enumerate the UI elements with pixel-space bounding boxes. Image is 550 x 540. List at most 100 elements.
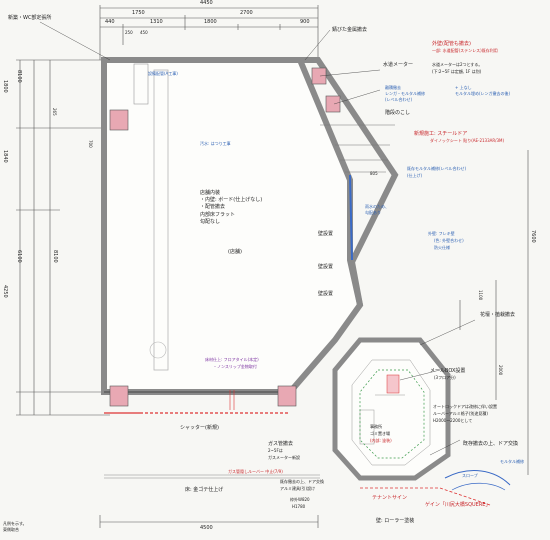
equipment-pipe (133, 63, 149, 105)
note-upper-1: + 上なし (455, 85, 472, 90)
entrance-detail (351, 359, 431, 466)
green-outline (359, 369, 425, 459)
note-entrance-remove-1: 既存撤去の上、ドア交換 (280, 479, 324, 484)
dim-right-2000: 2000 (498, 365, 503, 376)
sign-line (360, 487, 491, 506)
note-shop-interior-4: 内部床フラット (200, 212, 236, 218)
note-existing-door: 既存撤去の上、ドア交換 (463, 441, 519, 447)
dim-left-1800: 1800 (2, 80, 8, 93)
note-autolock-2: ルーバーアルミ格子(別途見積) (433, 411, 488, 416)
note-ext-wall-2: 一部: 水道配管(ステンレス)既存利用 (432, 48, 498, 53)
note-toilet-removal: 新築・WC部定張所 (8, 15, 52, 21)
flexible-wall (349, 174, 353, 261)
note-footer-1: 凡例を示す。 (3, 521, 27, 526)
dim-total-top: 4450 (200, 0, 213, 6)
bottom-dimension-line (99, 515, 319, 528)
mailbox (386, 374, 400, 394)
note-frame-size-1: 枠外W820 (290, 497, 310, 502)
dim-left-8100: 8100 (16, 70, 22, 83)
dim-left-1840: 1840 (2, 150, 8, 163)
bottom-wall (104, 474, 320, 479)
dim-1750: 1750 (132, 10, 145, 16)
note-frame-size-2: H1780 (292, 504, 306, 509)
slope-curve (444, 470, 511, 486)
note-office-2: ゴミ置き場 (370, 431, 390, 436)
note-roller-paint: 壁: ローラー塗装 (376, 518, 415, 524)
dim-bottom-4500: 4500 (200, 525, 213, 531)
note-office-1: 事務所 (370, 424, 382, 429)
note-shop-interior-5: 勾配なし (200, 219, 221, 225)
note-wall-finish-1: 壁設置 (318, 231, 334, 237)
note-autolock-3: H2000〜2200として (433, 418, 473, 423)
top-dimension-lines (99, 5, 319, 60)
dim-250: 250 (125, 30, 133, 35)
note-shop-interior-3: ・配管撤去 (200, 204, 226, 210)
right-dimension-lines (459, 150, 529, 475)
note-shop-interior-1: 店舗内装 (200, 190, 221, 196)
note-water-meter: 水道メーター (383, 62, 414, 68)
note-flat-wall-3: 防火仕様 (434, 245, 450, 250)
note-new-door: 新規施工: スチールドア (414, 131, 468, 137)
note-water-meter-2: (下:2~5F は定額, 1F は別) (432, 69, 482, 74)
note-floor-vinyl-1: 床材仕上: フロアタイル(本定) (205, 357, 259, 362)
note-wall-finish-2: 壁設置 (318, 264, 334, 270)
note-office-3: (内部: 塗装) (370, 438, 392, 443)
dim-right-7600: 7600 (530, 230, 536, 243)
note-gas-removal-1: ガス管撤去 (268, 441, 294, 447)
note-shop-interior-2: ・内壁: ボード(仕上げなし) (200, 197, 263, 203)
note-gas-removal-2: 2~5Fは (268, 448, 283, 453)
note-mortar-repair: モルタル補修 (500, 459, 524, 464)
note-planter-removal: 花壇・植栽撤去 (480, 312, 516, 318)
drain-trench (153, 69, 169, 371)
note-tenant-sign: テナントサイン (372, 495, 408, 501)
drain-pit (149, 341, 167, 359)
note-shop-label: (店舗) (228, 249, 242, 255)
note-flat-wall-1: 外壁: フレキ壁 (428, 231, 455, 236)
note-autolock-1: オートロックドアは改修に伴い設置 (433, 404, 497, 409)
note-equipment-pipe: 設備配管(A工事) (148, 71, 178, 76)
note-name-sign: ゲイン「川尻大橋SQUERE」 (425, 502, 491, 508)
note-wall-finish-3: 壁設置 (318, 291, 334, 297)
dim-440: 440 (105, 19, 115, 25)
note-brick-1: 離積撤去 (385, 85, 401, 90)
note-mailbox-1: メールBOX設置 (430, 368, 466, 374)
note-slope: スロープ (462, 473, 478, 478)
note-rusted-removal: 錆びた金属撤去 (332, 27, 368, 33)
stair-area (320, 124, 395, 173)
left-dimension-lines (16, 59, 110, 416)
leader-lines (39, 21, 476, 456)
dim-left-8100b: 8100 (52, 250, 58, 263)
dim-left-6100: 6100 (16, 250, 22, 263)
note-water-meter-1: 水道メーターは2つとする。 (432, 62, 483, 67)
dim-left-265: 265 (52, 108, 57, 116)
note-stair-leave: 階段のこし (385, 110, 411, 116)
dim-450: 450 (140, 30, 148, 35)
dim-right-1100: 1100 (478, 290, 483, 301)
note-shutter: シャッター(新規) (180, 425, 219, 431)
note-ext-wall: 外壁(配管も撤去) (432, 41, 471, 47)
note-rain-1: 雨水のため、 (365, 204, 389, 209)
note-upper-2: モルタル埋め(レンガ撤去の後) (455, 91, 511, 96)
note-mailbox-2: (3フロア分) (434, 375, 456, 380)
dim-left-700: 700 (88, 140, 93, 148)
note-brick-2: レンガ・モルタル補修 (385, 91, 425, 96)
dim-1310: 1310 (150, 19, 163, 25)
dim-900: 900 (300, 19, 310, 25)
note-floor-vinyl-2: ・ノンスリップ金物取付 (213, 364, 257, 369)
note-brick-3: (レベル合わせ) (385, 97, 413, 102)
note-rain-2: 勾配あり (365, 210, 381, 215)
note-gas-removal-3: ガスメーター新設 (268, 455, 300, 460)
note-new-door-2: ダイノックシート 貼り(AE-2133AR/3M) (430, 138, 505, 143)
note-gate-wall: 床: 金ゴテ仕上げ (185, 487, 224, 493)
note-flat-wall-2: (色: 外壁合わせ) (434, 238, 464, 243)
note-gas-louver: ガス管隠しルーバー 中止(7/9) (228, 469, 283, 474)
hatch-marks (229, 390, 235, 410)
note-drain-work: 汚水: はつり工事 (200, 141, 231, 146)
note-wall-repair-2: (仕上げ) (407, 173, 423, 178)
dim-door-805: 805 (370, 171, 378, 176)
dim-left-4250: 4250 (2, 285, 8, 298)
dim-1800: 1800 (204, 19, 217, 25)
dim-2700: 2700 (240, 10, 253, 16)
note-footer-2: 東側取合 (3, 527, 19, 532)
